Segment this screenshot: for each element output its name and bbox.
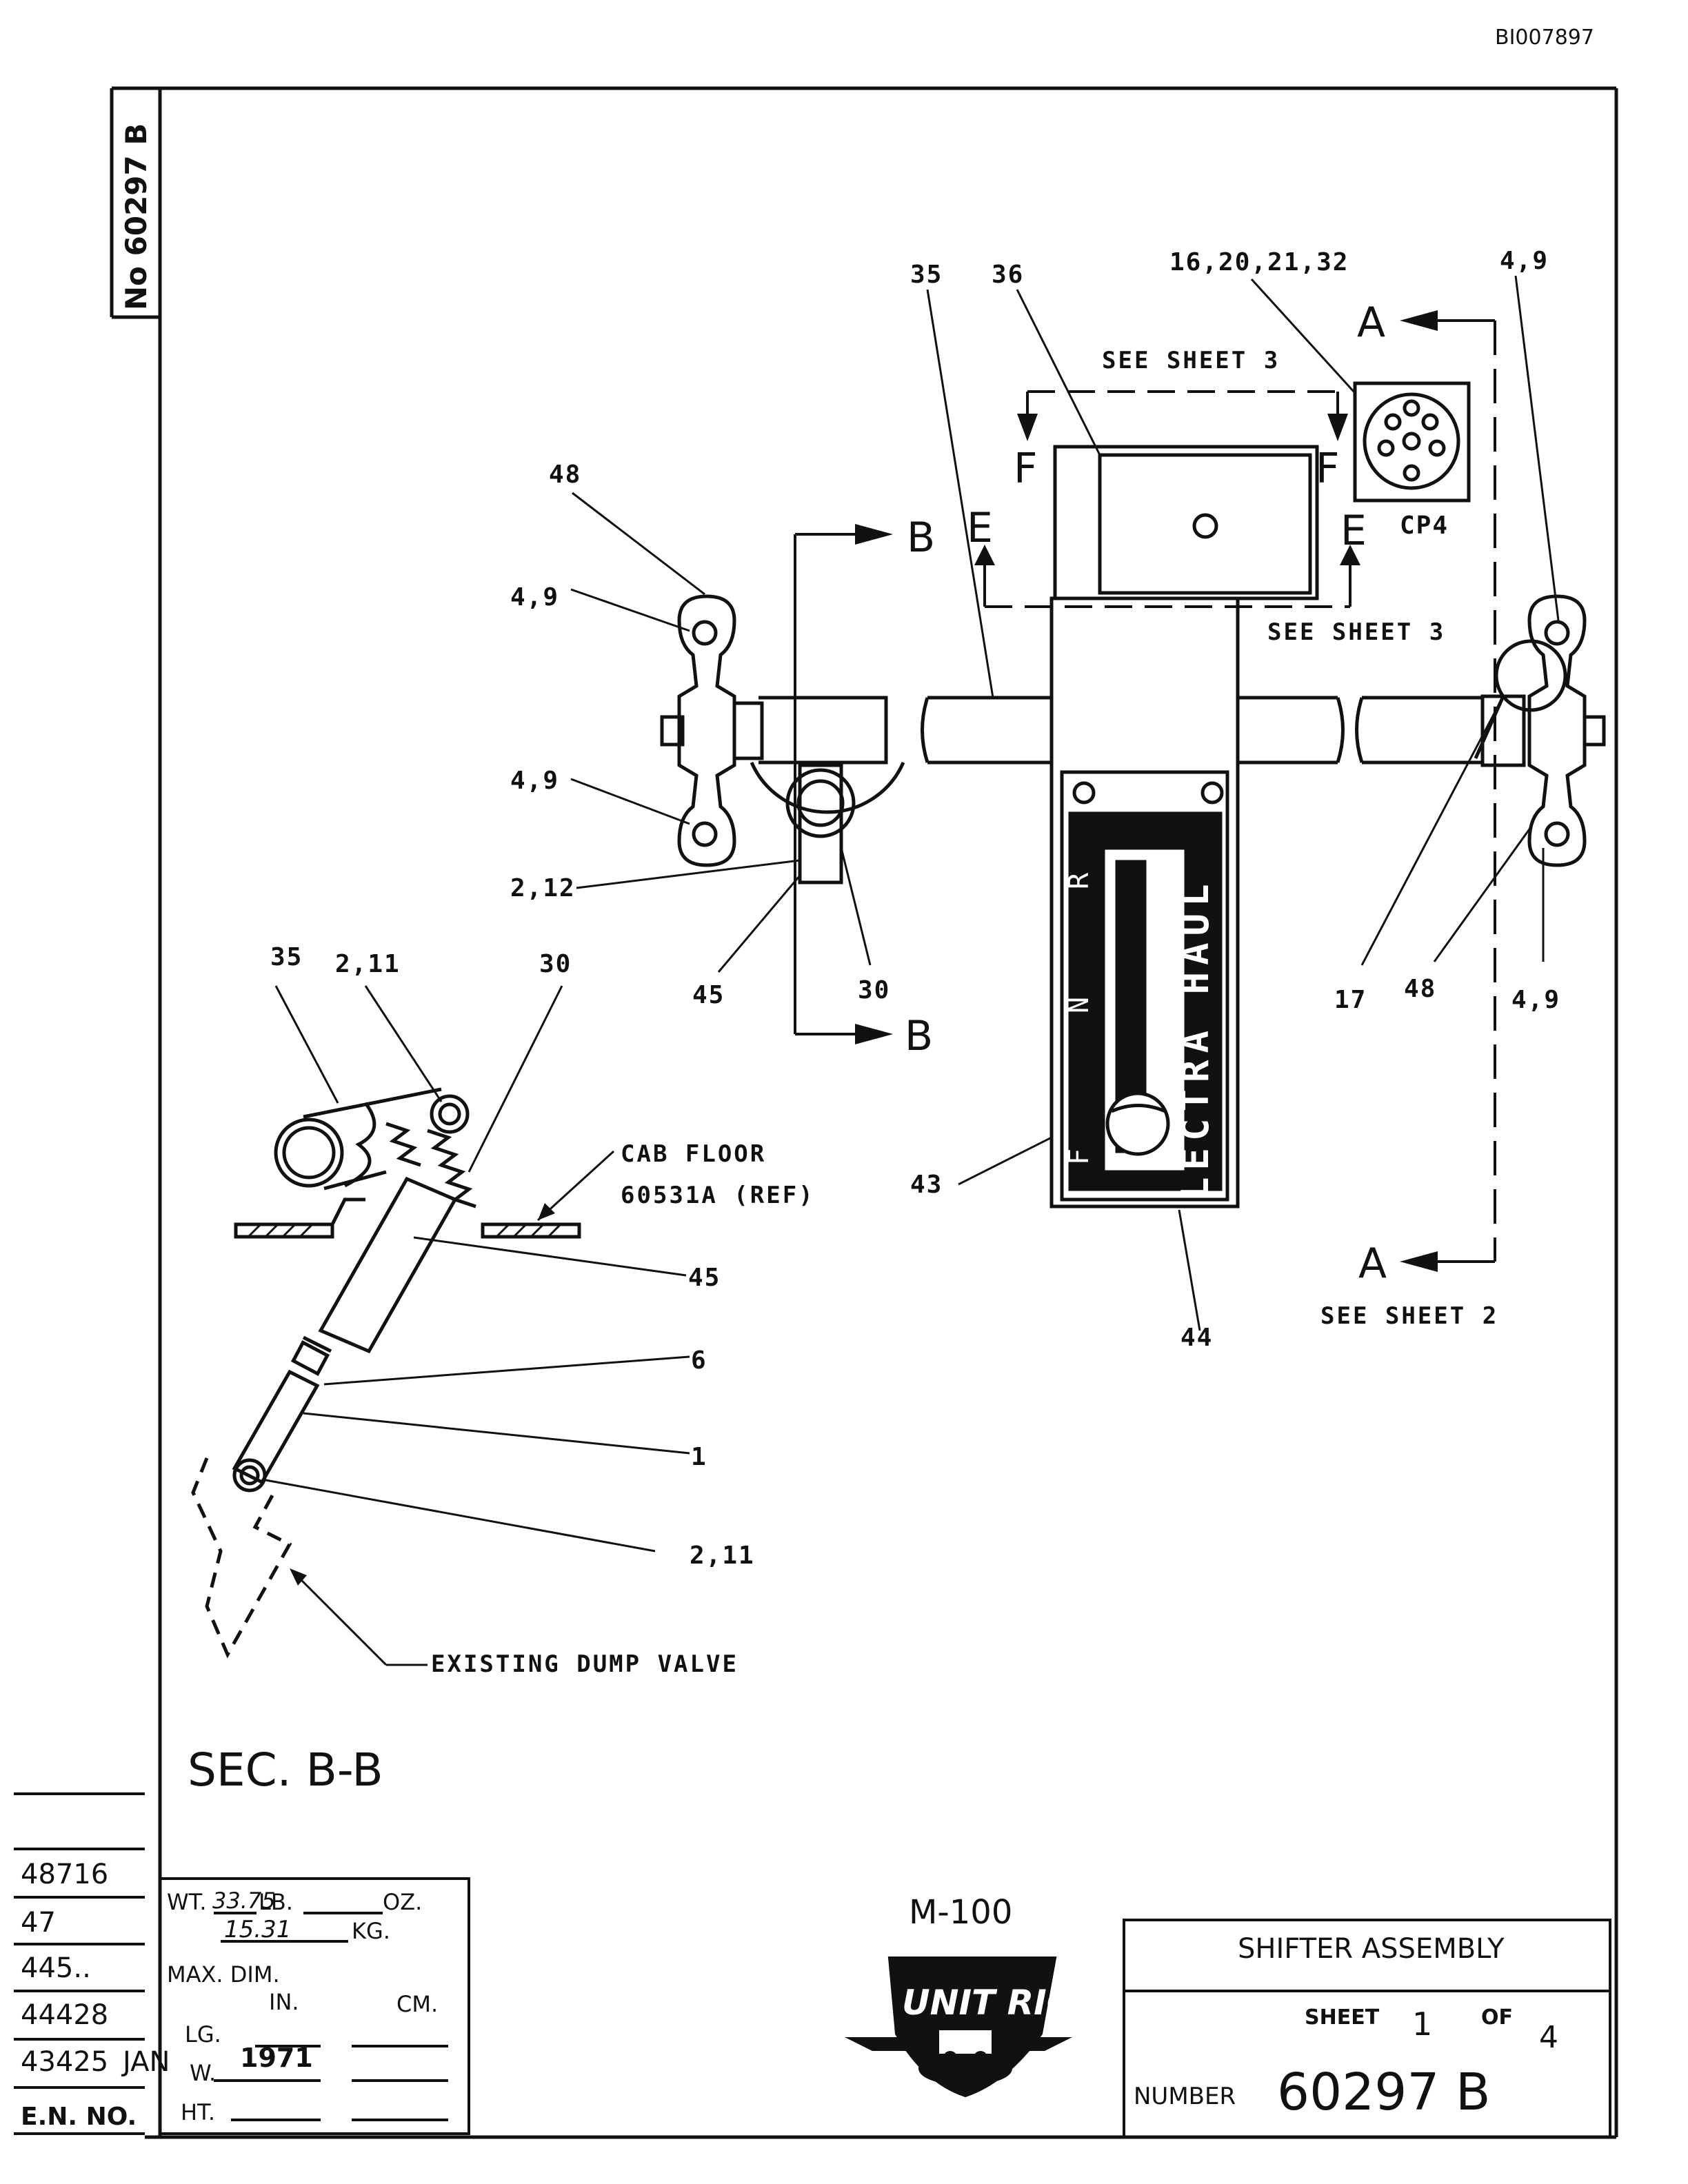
height-label: HT. [181, 2099, 215, 2125]
callout-45: 45 [692, 981, 725, 1009]
callout-48-right: 48 [1404, 975, 1436, 1003]
revision-row-4: 44428 [21, 1999, 108, 2031]
weight-kg-label: KG. [352, 1918, 390, 1944]
revision-date-note: JAN [121, 2046, 170, 2078]
note-see-sheet-3-mid: SEE SHEET 3 [1267, 618, 1445, 646]
model-label: M-100 [909, 1893, 1012, 1932]
drawing-title: SHIFTER ASSEMBLY [1238, 1933, 1505, 1965]
sheet-label: SHEET [1305, 2005, 1380, 2030]
drawing-border [110, 86, 1618, 2139]
callout-43: 43 [910, 1171, 943, 1199]
note-see-sheet-3-top: SEE SHEET 3 [1102, 347, 1280, 374]
revision-row-5: 43425 [21, 2046, 108, 2078]
connector-label: CP4 [1400, 512, 1449, 540]
callout-4-9-top-right: 4,9 [1500, 247, 1549, 275]
section-arrowheads [855, 310, 1438, 1272]
left-mount-bracket [660, 594, 905, 884]
callout-4-9-left-upper: 4,9 [510, 583, 559, 611]
revision-row-1: 48716 [21, 1859, 108, 1890]
weight-kg-value: 15.31 [224, 1916, 291, 1943]
unit-rig-logo: UNIT RIG [845, 1957, 1075, 2098]
callout-16-20-21-32: 16,20,21,32 [1169, 248, 1349, 276]
callout-6: 6 [691, 1346, 707, 1375]
document-id: BI007897 [1495, 26, 1594, 50]
number-label: NUMBER [1134, 2083, 1236, 2110]
section-lines [794, 319, 1496, 1263]
gear-letter-r: R [1063, 872, 1095, 889]
section-title: SEC. B-B [188, 1743, 383, 1797]
section-letter-b-bottom: B [905, 1012, 933, 1060]
note-see-sheet-2: SEE SHEET 2 [1320, 1302, 1498, 1330]
drawing-number: 60297 B [1277, 2063, 1491, 2122]
section-letter-f-right: F [1316, 445, 1340, 493]
max-dim-label: MAX. DIM. [167, 1961, 280, 1988]
callout-35-section: 35 [270, 943, 303, 971]
callout-35: 35 [910, 261, 943, 289]
callout-30-section: 30 [539, 950, 572, 978]
weight-oz-label: OZ. [383, 1889, 422, 1915]
callout-48-left: 48 [549, 461, 581, 489]
shifter-main-view [758, 381, 1483, 1209]
width-label: W. [190, 2060, 216, 2086]
of-label: OF [1481, 2005, 1513, 2030]
callout-4-9-left-lower: 4,9 [510, 767, 559, 795]
section-letter-a-top: A [1357, 299, 1385, 347]
revision-table [14, 1792, 145, 2135]
callout-2-12: 2,12 [510, 874, 576, 902]
sheet-number: 1 [1412, 2005, 1432, 2043]
note-existing-dump-valve: EXISTING DUMP VALVE [431, 1650, 738, 1678]
callout-2-11-bottom: 2,11 [690, 1541, 755, 1570]
inches-label: IN. [269, 1989, 299, 2015]
callout-44: 44 [1180, 1324, 1213, 1352]
note-cab-floor-ref: 60531A (REF) [621, 1182, 815, 1209]
weight-dimension-box [159, 1877, 470, 2135]
shifter-brand-label: LECTRA HAUL [1174, 877, 1217, 1200]
section-letter-e-left: E [967, 504, 993, 552]
logo-text: UNIT RIG [902, 1983, 1075, 2023]
callout-30: 30 [858, 976, 890, 1004]
leader-lines [570, 275, 1560, 1331]
section-letter-a-bottom: A [1358, 1240, 1387, 1288]
note-cab-floor: CAB FLOOR [621, 1140, 766, 1168]
callout-36: 36 [992, 261, 1024, 289]
section-letter-e-right: E [1340, 507, 1367, 555]
weight-label: WT. [167, 1889, 207, 1915]
section-bb-view [191, 1087, 581, 1659]
callout-4-9-right-lower: 4,9 [1511, 986, 1560, 1014]
section-arrowheads-bb [290, 1203, 555, 1586]
title-block [1123, 1919, 1611, 2138]
weight-lb-label: LB. [259, 1889, 293, 1915]
gear-letter-n: N [1063, 997, 1095, 1013]
section-leader-lines [261, 985, 690, 1666]
length-label: LG. [185, 2021, 221, 2048]
callout-1: 1 [691, 1443, 707, 1471]
revision-row-2: 47 [21, 1907, 56, 1939]
revision-header: E.N. NO. [21, 2103, 137, 2131]
floor-hatching [247, 1223, 562, 1238]
sheet-total: 4 [1539, 2020, 1558, 2055]
callout-17: 17 [1334, 986, 1367, 1014]
gear-letter-f: F [1063, 1149, 1095, 1165]
callout-2-11-section: 2,11 [335, 950, 401, 978]
section-letter-b-top: B [907, 514, 935, 562]
section-letter-f-left: F [1014, 445, 1038, 493]
revision-row-3: 445.. [21, 1952, 91, 1984]
cm-label: CM. [396, 1991, 438, 2017]
side-drawing-number: No 60297 B [119, 123, 153, 310]
callout-45-section: 45 [688, 1264, 721, 1292]
year-note: 1971 [240, 2043, 313, 2073]
weight-lb-value: 33.75 [212, 1888, 276, 1914]
